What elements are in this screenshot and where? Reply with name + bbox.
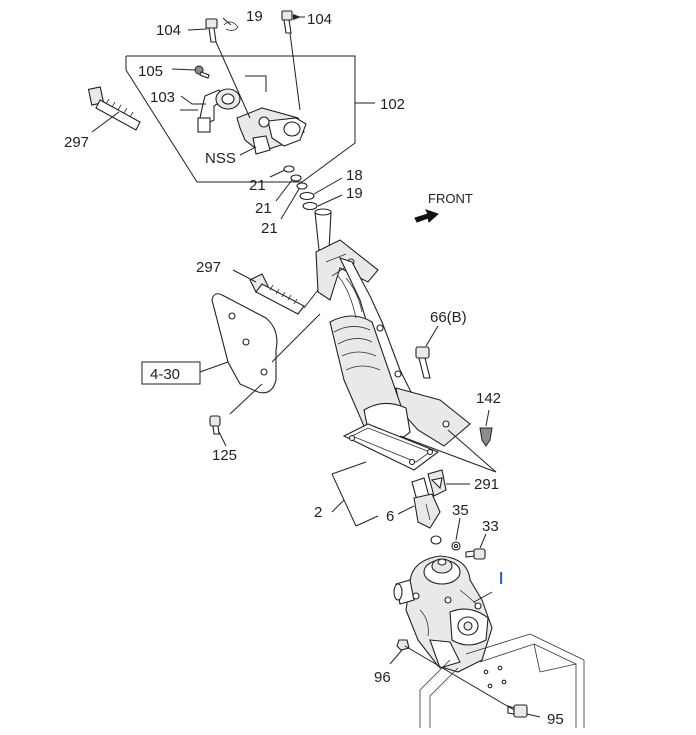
assembly-102-outline (125, 55, 356, 183)
label-102: 102 (380, 96, 405, 113)
label-104-left: 104 (156, 22, 181, 39)
harness-clip-297-upper (87, 86, 141, 131)
part-labels: 104 19 104 105 103 102 297 NSS 21 18 19 … (64, 8, 564, 728)
nut-96 (389, 639, 410, 665)
reference-box-4-30 (141, 361, 201, 385)
label-291: 291 (474, 476, 499, 493)
clip-291 (399, 429, 497, 497)
harness-clip-297-middle (232, 269, 319, 315)
label-21-a: 21 (249, 177, 266, 194)
label-19-washer: 19 (346, 185, 363, 202)
bolt-66b (415, 325, 439, 379)
label-6: 6 (386, 508, 394, 525)
front-direction-indicator (414, 209, 439, 223)
chassis-frame (419, 633, 585, 728)
label-105: 105 (138, 63, 163, 80)
combination-switch-assembly-group (87, 10, 375, 183)
bolt-104-right (281, 10, 293, 34)
label-297-upper: 297 (64, 134, 89, 151)
clip-142 (479, 409, 493, 447)
label-35: 35 (452, 502, 469, 519)
clip-19-top (223, 21, 239, 31)
label-2: 2 (314, 504, 322, 521)
bolt-95 (404, 645, 541, 718)
column-cover-bracket (141, 293, 321, 415)
label-142: 142 (476, 390, 501, 407)
label-95: 95 (547, 711, 564, 728)
label-125: 125 (212, 447, 237, 464)
label-nss: NSS (205, 150, 236, 167)
label-front: FRONT (428, 191, 473, 206)
intermediate-shaft-joint-6 (397, 477, 442, 545)
label-18: 18 (346, 167, 363, 184)
steering-column-assembly (314, 208, 471, 471)
bolt-33 (465, 533, 487, 560)
bolt-125 (209, 415, 227, 447)
label-21-b: 21 (255, 200, 272, 217)
label-103: 103 (150, 89, 175, 106)
arrow-104-right-icon (293, 14, 301, 20)
screw-105 (194, 65, 210, 79)
label-21-c: 21 (261, 220, 278, 237)
label-297-middle: 297 (196, 259, 221, 276)
bolt-104-left (205, 18, 218, 43)
label-33: 33 (482, 518, 499, 535)
label-104-right: 104 (307, 11, 332, 28)
washer-stack (269, 165, 343, 220)
label-4-30: 4-30 (150, 366, 180, 383)
column-2-leader (331, 461, 379, 527)
nut-35 (451, 517, 461, 551)
label-19-top: 19 (246, 8, 263, 25)
part-1-marker (500, 572, 503, 584)
steering-gearbox-1 (393, 555, 503, 673)
label-96: 96 (374, 669, 391, 686)
front-arrow-icon (414, 209, 439, 223)
label-66b: 66(B) (430, 309, 467, 326)
